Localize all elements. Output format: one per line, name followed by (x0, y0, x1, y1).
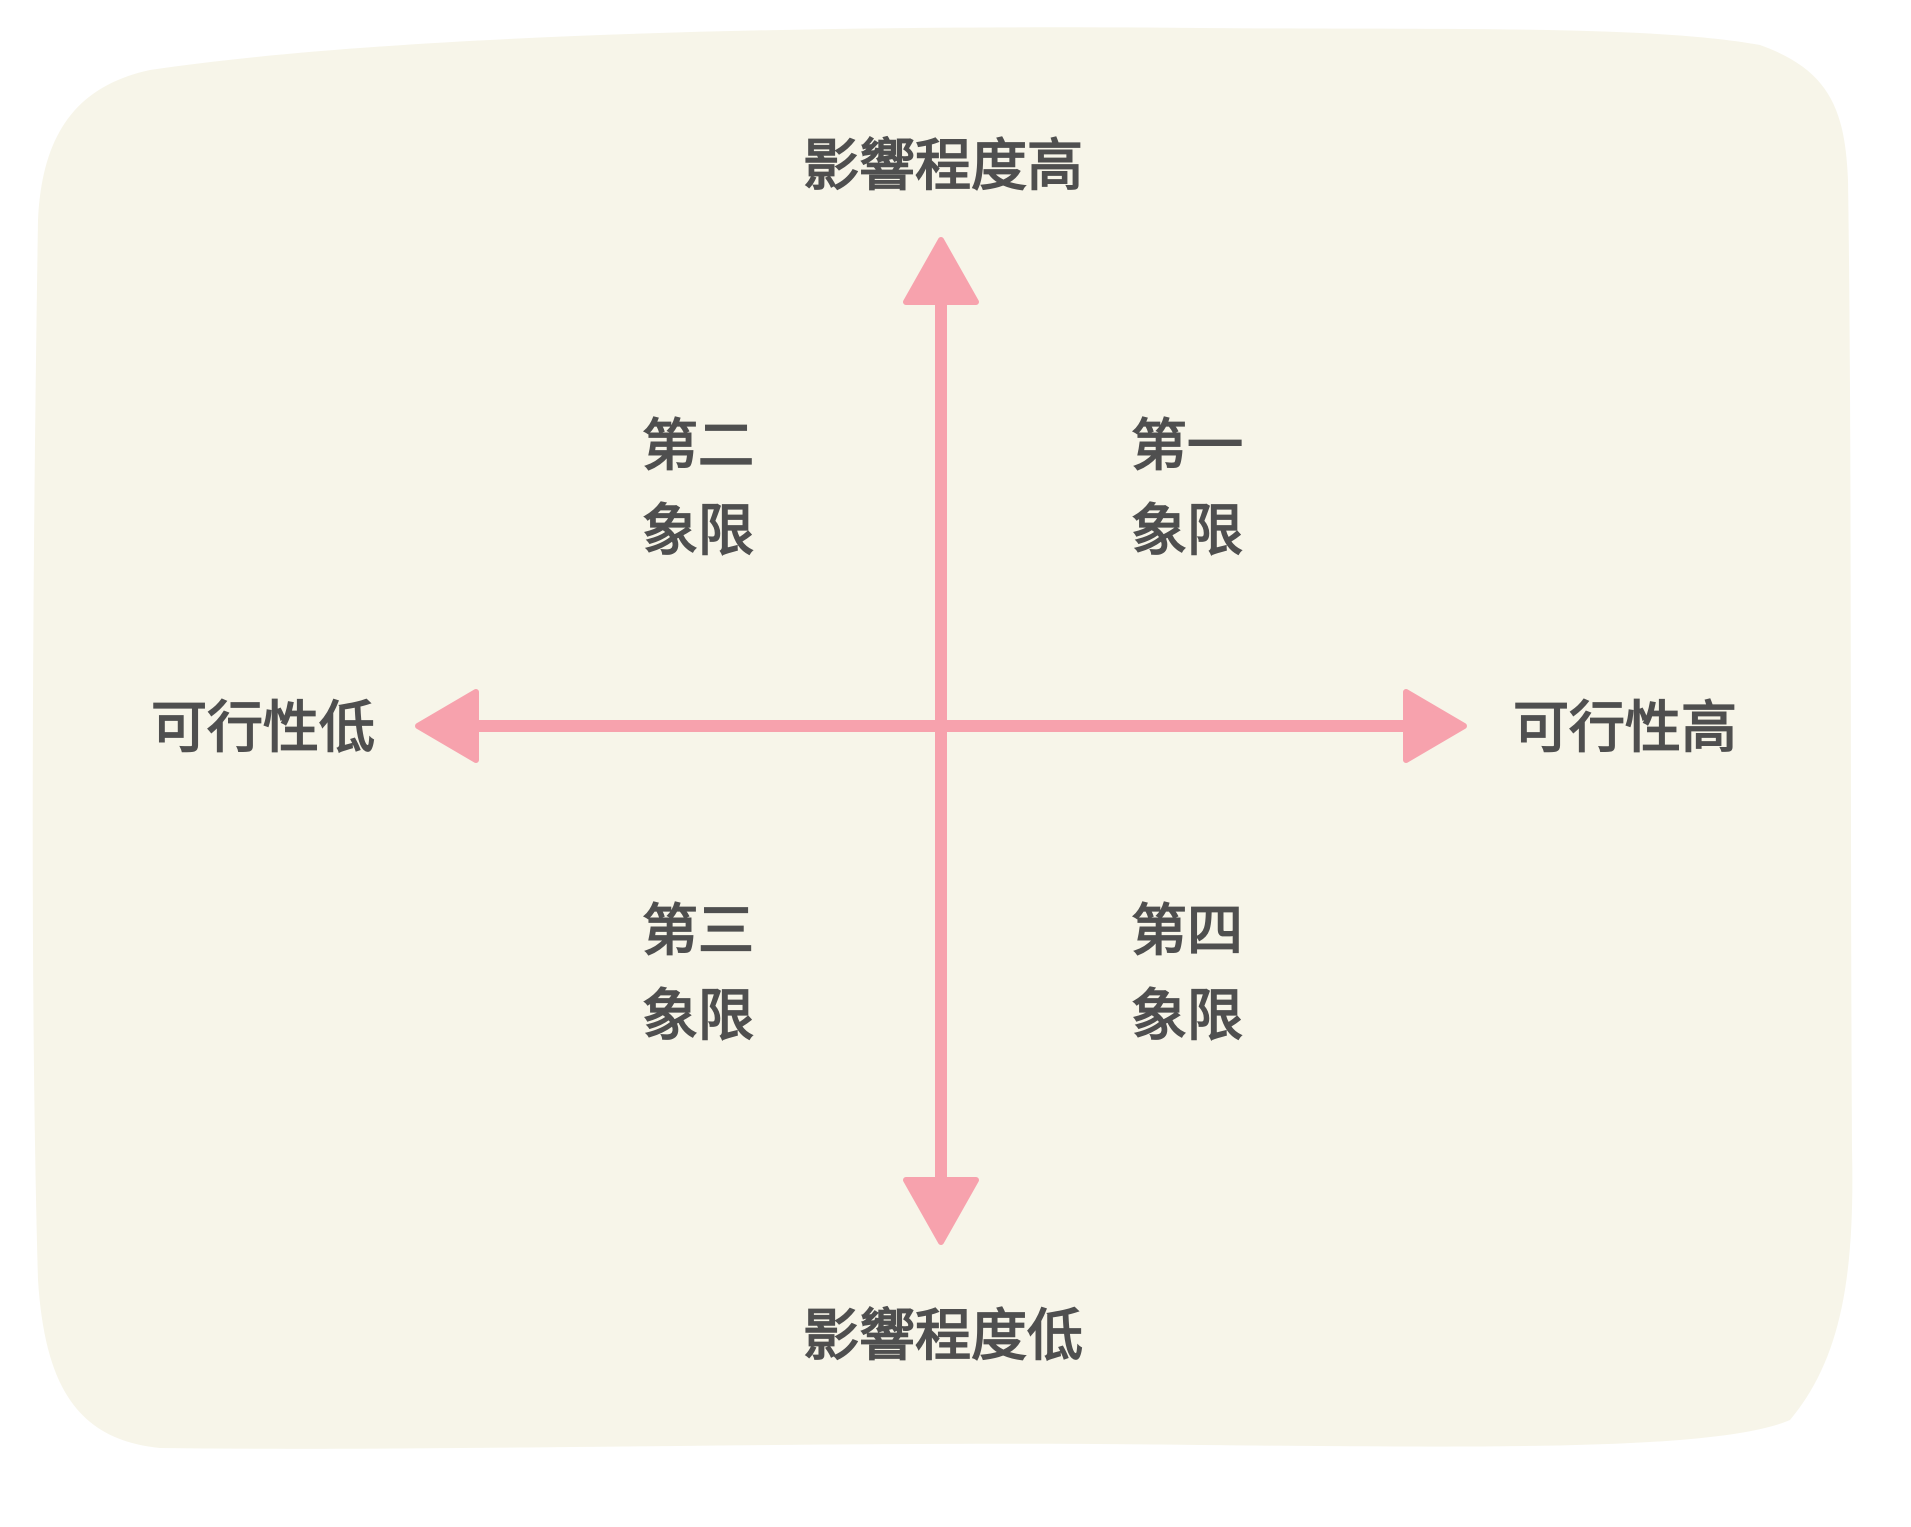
quadrant-label-line2: 象限 (642, 499, 754, 564)
axis-label-bottom: 影響程度低 (803, 1304, 1083, 1369)
quadrant-label-line2: 象限 (642, 984, 754, 1049)
quadrant-label-q3: 第三 象限 (642, 899, 754, 1049)
quadrant-label-q2: 第二 象限 (642, 414, 754, 564)
axes (415, 237, 1467, 1245)
axis-label-left: 可行性低 (151, 696, 375, 761)
axis-label-top: 影響程度高 (803, 134, 1083, 199)
arrow-head-up-icon (903, 237, 979, 305)
axis-label-right: 可行性高 (1513, 696, 1737, 761)
quadrant-label-line1: 第三 (642, 899, 754, 964)
quadrant-label-line2: 象限 (1131, 984, 1243, 1049)
quadrant-label-line1: 第二 (642, 414, 754, 479)
quadrant-label-line2: 象限 (1131, 499, 1243, 564)
quadrant-label-line1: 第一 (1131, 414, 1243, 479)
arrow-head-right-icon (1403, 689, 1467, 763)
arrow-head-down-icon (903, 1177, 979, 1245)
arrow-head-left-icon (415, 689, 479, 763)
quadrant-label-line1: 第四 (1131, 899, 1243, 964)
quadrant-label-q1: 第一 象限 (1131, 414, 1243, 564)
quadrant-label-q4: 第四 象限 (1131, 899, 1243, 1049)
